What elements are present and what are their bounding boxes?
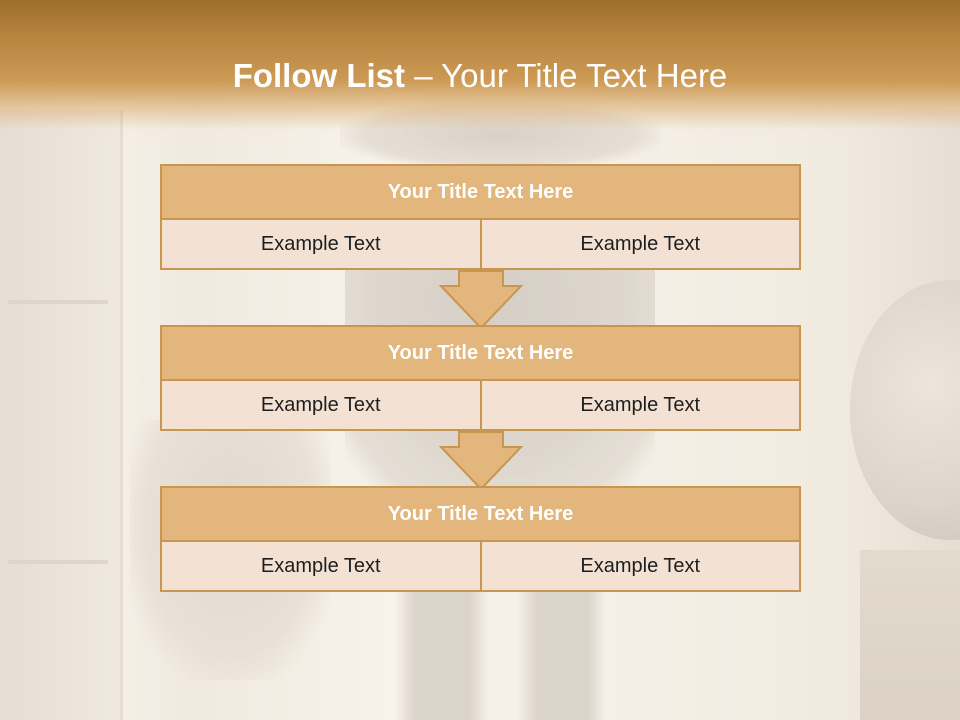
slide-title-rest: – Your Title Text Here [414,57,728,94]
block-row: Example Text Example Text [160,381,801,431]
block-title[interactable]: Your Title Text Here [160,486,801,542]
block-row: Example Text Example Text [160,542,801,592]
list-block-3[interactable]: Your Title Text Here Example Text Exampl… [160,486,801,592]
block-cell-left[interactable]: Example Text [260,393,381,416]
header-band [0,0,960,130]
down-arrow-icon [438,270,524,330]
block-row: Example Text Example Text [160,220,801,270]
block-cell-right[interactable]: Example Text [479,220,800,268]
dresser [860,550,960,720]
list-block-2[interactable]: Your Title Text Here Example Text Exampl… [160,325,801,431]
block-cell-right[interactable]: Example Text [479,381,800,429]
block-cell-right[interactable]: Example Text [479,542,800,590]
block-title[interactable]: Your Title Text Here [160,164,801,220]
list-block-1[interactable]: Your Title Text Here Example Text Exampl… [160,164,801,270]
down-arrow-icon [438,431,524,491]
slide-title[interactable]: Follow List – Your Title Text Here [0,56,960,96]
block-cell-left[interactable]: Example Text [260,554,381,577]
door-left [0,110,123,720]
slide-title-bold: Follow List [232,57,406,94]
block-cell-left[interactable]: Example Text [260,232,381,255]
block-title[interactable]: Your Title Text Here [160,325,801,381]
